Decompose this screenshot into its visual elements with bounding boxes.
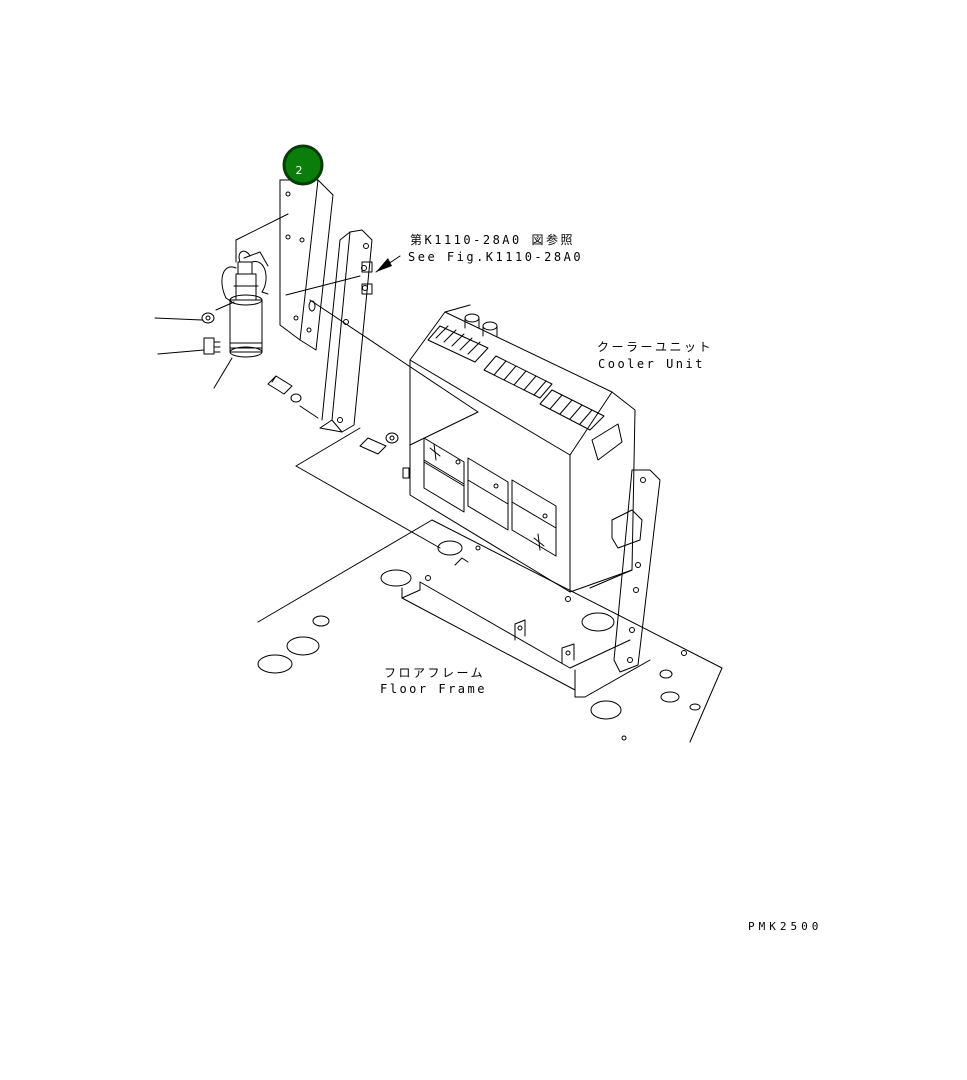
cooler-unit-label-jp: クーラーユニット	[597, 340, 713, 354]
floor-frame-icon	[257, 519, 723, 743]
floor-frame-label-en: Floor Frame	[380, 682, 487, 696]
mounting-plate-icon	[279, 179, 334, 351]
callout-number: 2	[296, 164, 303, 177]
callout-circle	[282, 144, 324, 186]
bracket-icon	[319, 229, 373, 433]
receiver-dryer-icon	[215, 250, 269, 358]
cooler-unit-icon	[402, 304, 636, 593]
bracket-icon	[611, 469, 661, 673]
drawing-code: PMK2500	[748, 920, 822, 933]
cooler-unit-label-en: Cooler Unit	[598, 357, 705, 371]
floor-frame-label-jp: フロアフレーム	[384, 666, 485, 680]
callout-2[interactable]: 2	[282, 144, 324, 186]
reference-label-en: See Fig.K1110-28A0	[408, 250, 583, 264]
reference-label-jp: 第K1110-28A0 図参照	[410, 232, 575, 247]
leader-lines	[154, 213, 479, 549]
hardware-icon	[201, 312, 399, 455]
